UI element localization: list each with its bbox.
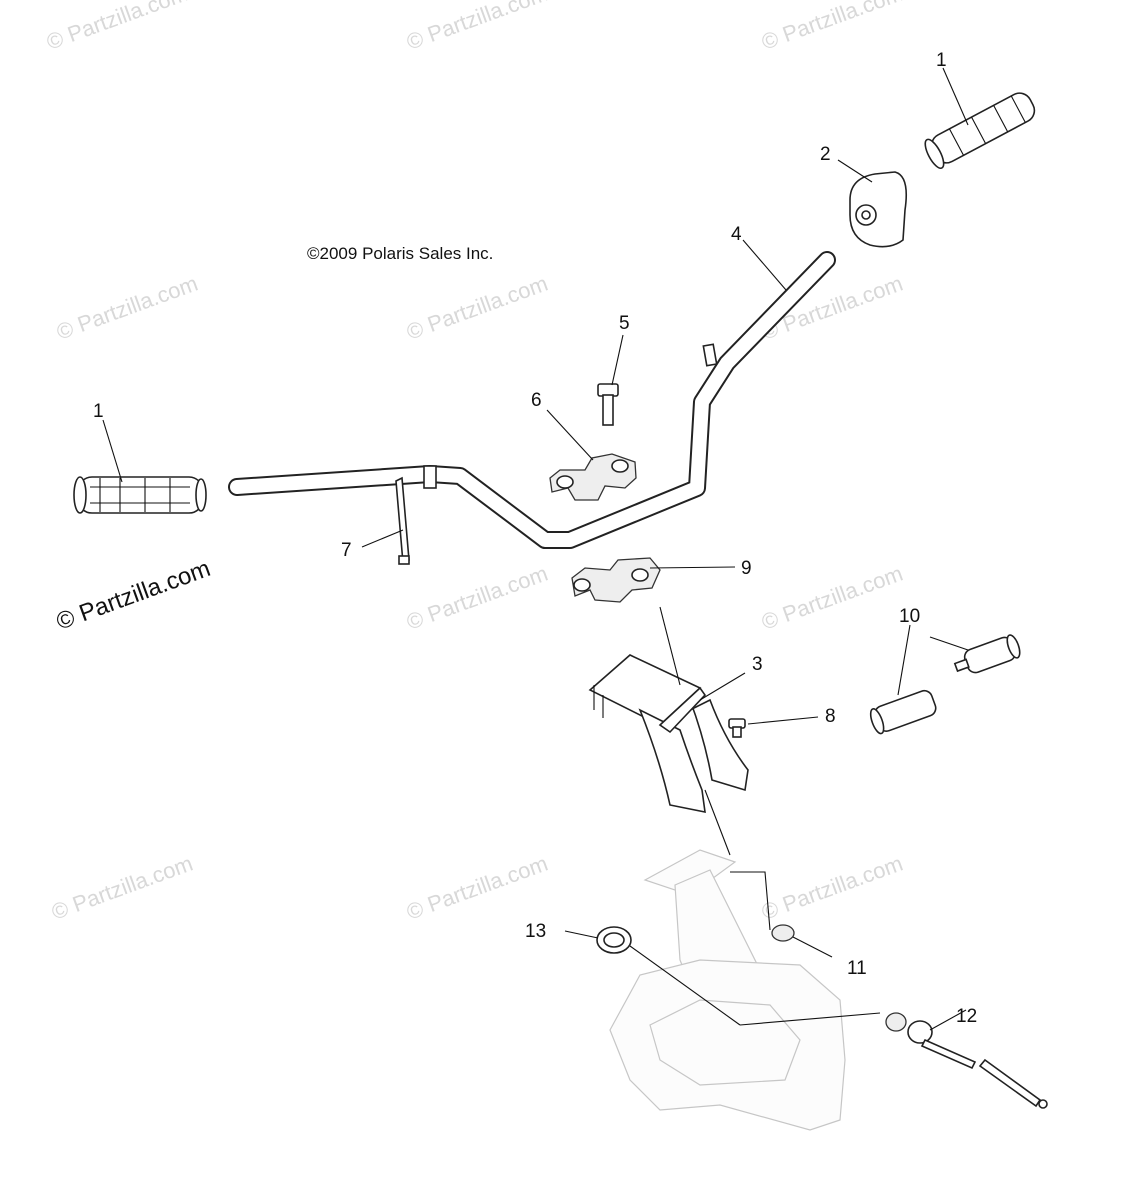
ignition-switch bbox=[885, 1012, 1048, 1109]
screw bbox=[728, 718, 746, 738]
right-grip bbox=[924, 92, 1036, 170]
watermark: © Partzilla.com bbox=[403, 561, 551, 635]
lower-clamp bbox=[571, 557, 661, 603]
callout-label: 12 bbox=[956, 1006, 977, 1027]
watermark: © Partzilla.com bbox=[403, 271, 551, 345]
watermark: © Partzilla.com bbox=[403, 0, 551, 55]
callout-label: 9 bbox=[741, 558, 752, 579]
callout-label: 5 bbox=[619, 313, 630, 334]
mount-bracket bbox=[588, 654, 749, 814]
bolt bbox=[597, 383, 619, 426]
callout-label: 1 bbox=[936, 50, 947, 71]
upper-clamp bbox=[549, 453, 637, 501]
watermark: © Partzilla.com bbox=[758, 0, 906, 55]
callout-label: 3 bbox=[752, 654, 763, 675]
copyright-text: ©2009 Polaris Sales Inc. bbox=[307, 244, 493, 263]
leader-lines bbox=[102, 67, 969, 1031]
callout-label: 11 bbox=[847, 958, 867, 979]
watermark: © Partzilla.com bbox=[53, 271, 201, 345]
callout-label: 10 bbox=[899, 606, 920, 627]
watermark-layer: © Partzilla.com © Partzilla.com © Partzi… bbox=[43, 0, 906, 925]
watermark: © Partzilla.com bbox=[758, 851, 906, 925]
watermark: © Partzilla.com bbox=[48, 851, 196, 925]
callout-label: 4 bbox=[731, 224, 742, 245]
callout-label: 6 bbox=[531, 390, 542, 411]
callout-label: 7 bbox=[341, 540, 352, 561]
watermark: © Partzilla.com bbox=[43, 0, 191, 55]
callout-label: 1 bbox=[93, 401, 104, 422]
callout-label: 13 bbox=[525, 921, 546, 942]
callout-label: 8 bbox=[825, 706, 836, 727]
left-grip bbox=[73, 476, 207, 514]
throttle-housing bbox=[849, 171, 908, 248]
callout-labels: 1 2 4 5 6 1 7 9 10 3 8 13 11 12 bbox=[93, 50, 977, 1027]
callout-label: 2 bbox=[820, 144, 831, 165]
grommet bbox=[771, 924, 795, 942]
brand-watermark: © Partzilla.com bbox=[53, 555, 214, 636]
watermark: © Partzilla.com bbox=[403, 851, 551, 925]
seal-ring bbox=[596, 926, 632, 954]
handlebar bbox=[228, 251, 836, 549]
switch-assembly bbox=[869, 634, 1021, 735]
cable-tie bbox=[395, 476, 410, 565]
console-body bbox=[609, 849, 846, 1131]
watermark: © Partzilla.com bbox=[758, 561, 906, 635]
